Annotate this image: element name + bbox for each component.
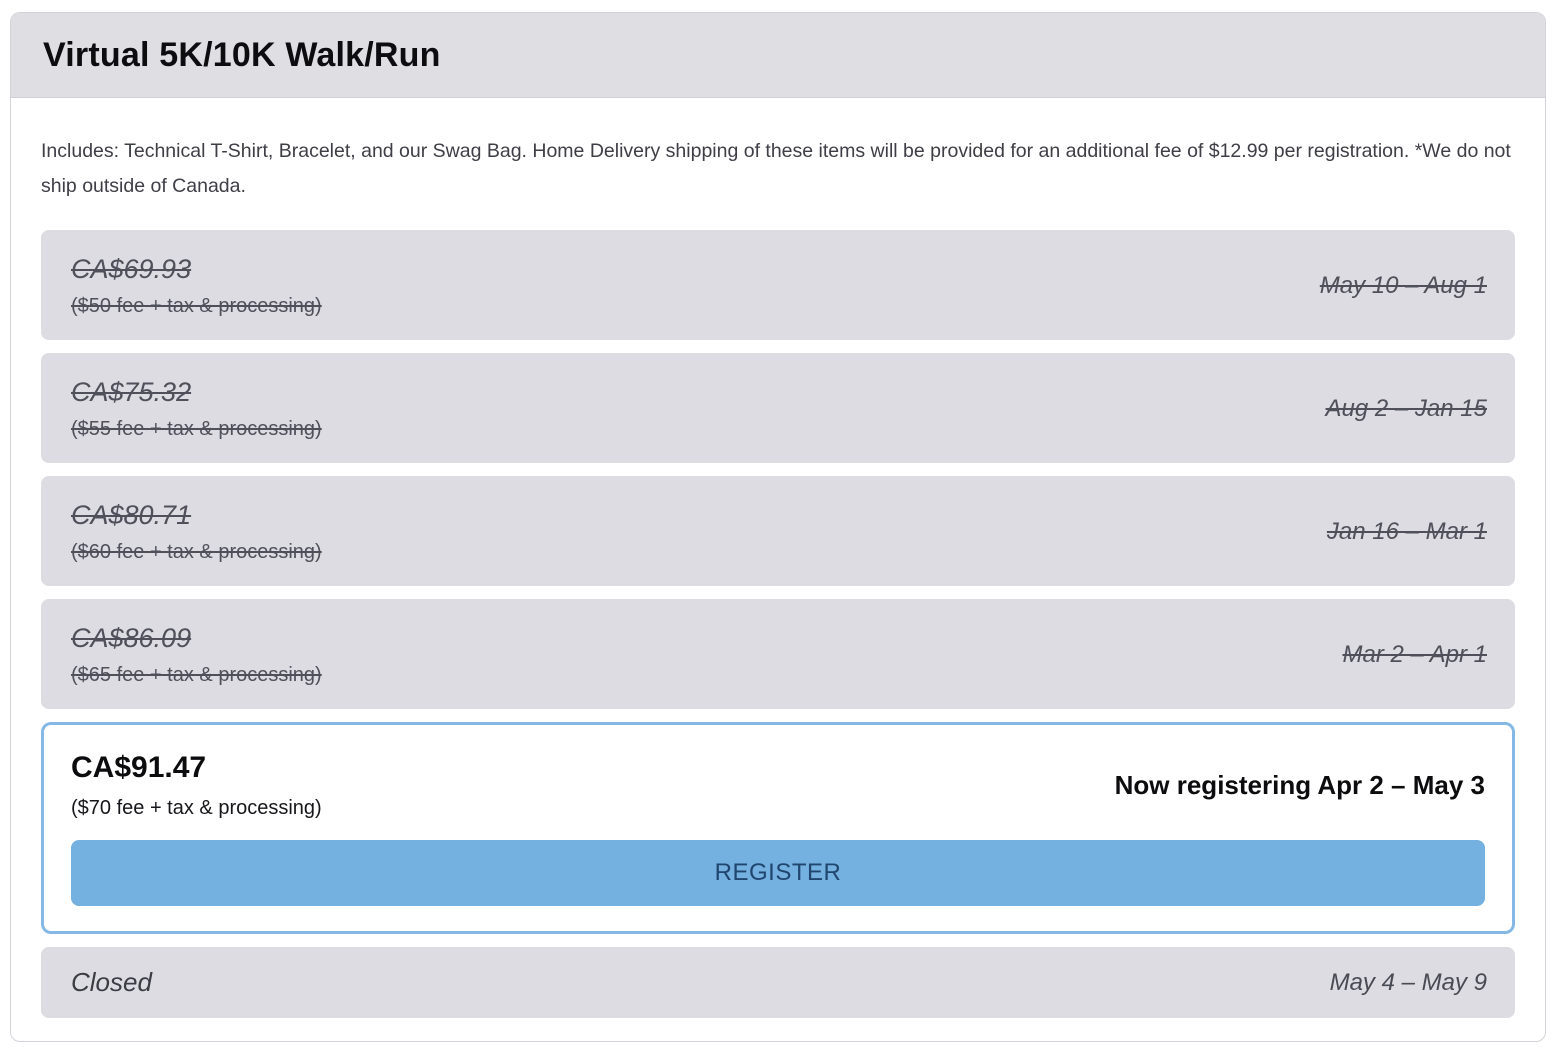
tier-fee-note: ($55 fee + tax & processing) bbox=[71, 418, 322, 441]
pricing-tier-closed: Closed May 4 – May 9 bbox=[41, 947, 1515, 1019]
closed-label: Closed bbox=[71, 967, 152, 998]
pricing-tier-expired-4: CA$86.09 ($65 fee + tax & processing) Ma… bbox=[41, 599, 1515, 710]
widget-header: Virtual 5K/10K Walk/Run bbox=[11, 13, 1545, 98]
tier-fee-note: ($60 fee + tax & processing) bbox=[71, 541, 322, 564]
tier-fee-note: ($50 fee + tax & processing) bbox=[71, 295, 322, 318]
price-block: CA$69.93 ($50 fee + tax & processing) bbox=[71, 254, 322, 318]
tier-date-range: Aug 2 – Jan 15 bbox=[1325, 395, 1487, 423]
tier-fee-note: ($65 fee + tax & processing) bbox=[71, 664, 322, 687]
price-block: CA$86.09 ($65 fee + tax & processing) bbox=[71, 623, 322, 687]
tier-price: CA$80.71 bbox=[71, 500, 192, 531]
registration-widget: Virtual 5K/10K Walk/Run Includes: Techni… bbox=[10, 12, 1546, 1042]
tier-price: CA$86.09 bbox=[71, 623, 192, 654]
pricing-tier-expired-1: CA$69.93 ($50 fee + tax & processing) Ma… bbox=[41, 230, 1515, 341]
now-registering-status: Now registering Apr 2 – May 3 bbox=[1114, 770, 1485, 801]
tier-date-range: Mar 2 – Apr 1 bbox=[1342, 641, 1487, 669]
active-tier-fee-note: ($70 fee + tax & processing) bbox=[71, 797, 322, 820]
tier-date-range: May 10 – Aug 1 bbox=[1319, 272, 1487, 300]
tier-price: CA$69.93 bbox=[71, 254, 192, 285]
closed-date-range: May 4 – May 9 bbox=[1329, 968, 1487, 996]
pricing-tier-expired-2: CA$75.32 ($55 fee + tax & processing) Au… bbox=[41, 353, 1515, 464]
price-block: CA$80.71 ($60 fee + tax & processing) bbox=[71, 500, 322, 564]
tier-date-range: Jan 16 – Mar 1 bbox=[1326, 518, 1487, 546]
active-tier-price: CA$91.47 bbox=[71, 751, 207, 785]
register-button[interactable]: REGISTER bbox=[71, 840, 1485, 907]
pricing-tier-active: CA$91.47 ($70 fee + tax & processing) No… bbox=[41, 722, 1515, 935]
active-tier-top-row: CA$91.47 ($70 fee + tax & processing) No… bbox=[71, 751, 1485, 820]
pricing-tier-expired-3: CA$80.71 ($60 fee + tax & processing) Ja… bbox=[41, 476, 1515, 587]
price-block: CA$75.32 ($55 fee + tax & processing) bbox=[71, 377, 322, 441]
tier-price: CA$75.32 bbox=[71, 377, 192, 408]
event-title: Virtual 5K/10K Walk/Run bbox=[43, 35, 441, 74]
widget-body: Includes: Technical T-Shirt, Bracelet, a… bbox=[11, 98, 1545, 1041]
price-block: CA$91.47 ($70 fee + tax & processing) bbox=[71, 751, 322, 820]
event-description: Includes: Technical T-Shirt, Bracelet, a… bbox=[41, 140, 1511, 198]
